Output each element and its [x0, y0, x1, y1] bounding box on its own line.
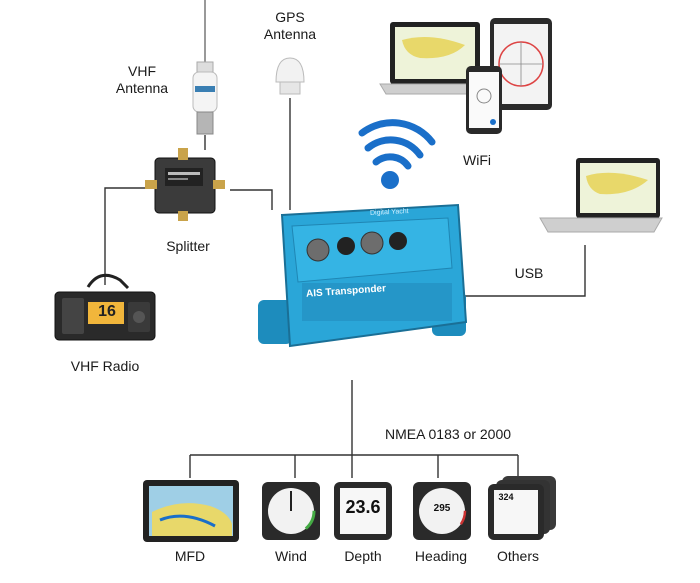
vhf-antenna-label: VHF Antenna — [115, 63, 169, 96]
depth-instrument-icon — [334, 482, 392, 540]
wifi-label: WiFi — [463, 152, 491, 168]
nmea-label: NMEA 0183 or 2000 — [384, 426, 512, 442]
laptop-wifi-icon — [379, 22, 491, 95]
usb-label: USB — [514, 265, 544, 281]
heading-instrument-icon — [413, 482, 471, 540]
vhf-antenna-icon — [192, 0, 218, 135]
wind-instrument-icon — [262, 482, 320, 540]
vhf-radio-icon — [54, 273, 156, 341]
gps-antenna-icon — [275, 57, 305, 95]
mfd-label: MFD — [174, 548, 206, 564]
others-instrument-icon — [488, 476, 556, 540]
usb-line — [465, 245, 586, 297]
mfd-icon — [143, 480, 239, 542]
gps-antenna-label: GPS Antenna — [263, 9, 317, 42]
radio-channel-readout: 16 — [98, 303, 116, 320]
wind-label: Wind — [275, 548, 307, 564]
phone-icon — [466, 66, 502, 134]
wifi-icon — [358, 119, 436, 189]
heading-label: Heading — [414, 548, 468, 564]
splitter-label: Splitter — [166, 238, 210, 254]
splitter-to-transponder-line — [230, 189, 273, 210]
vhf-radio-label: VHF Radio — [70, 358, 140, 374]
depth-readout: 23.6 — [345, 497, 381, 517]
others-readout: 324 — [498, 492, 514, 502]
heading-readout: 295 — [433, 503, 451, 514]
depth-label: Depth — [344, 548, 382, 564]
splitter-to-radio-line — [104, 187, 155, 285]
others-label: Others — [496, 548, 539, 564]
splitter-icon — [145, 148, 225, 221]
ais-transponder-icon — [258, 203, 468, 348]
connection-lines — [104, 98, 586, 478]
laptop-usb-icon — [539, 158, 663, 233]
tablet-icon — [490, 18, 552, 110]
